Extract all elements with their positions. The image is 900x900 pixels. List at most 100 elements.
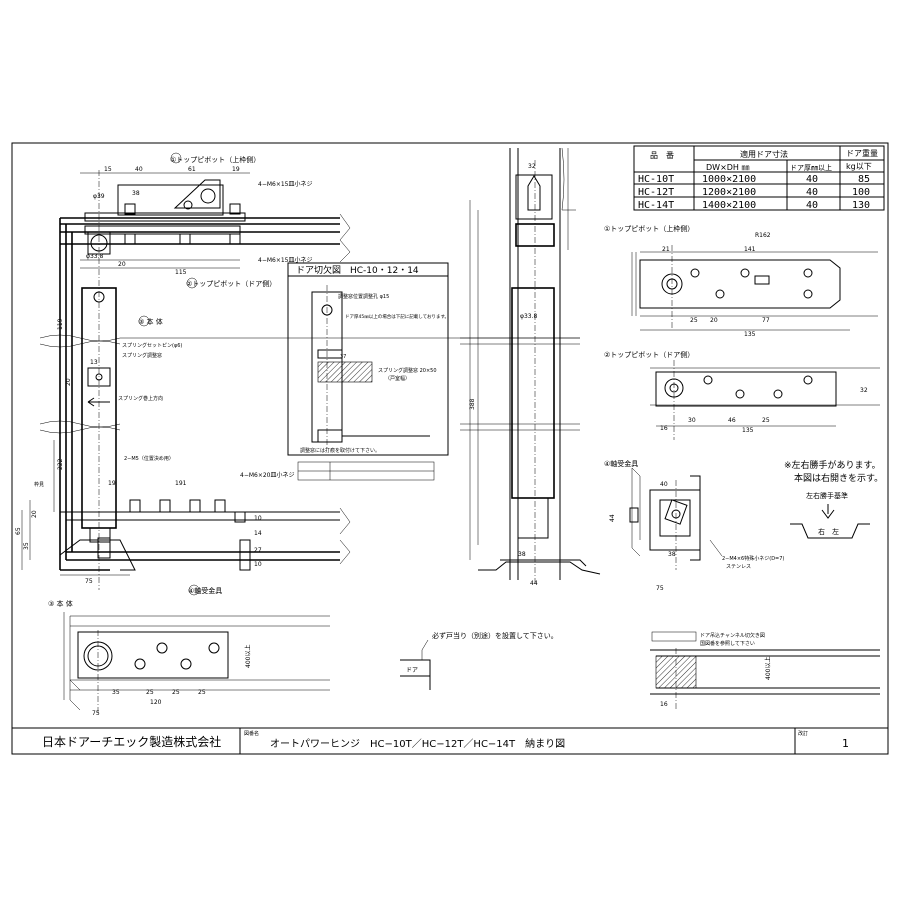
drawing-name: オートパワーヒンジ HC−10T／HC−12T／HC−14T 納まり図 <box>270 737 565 750</box>
dim-25: 25 <box>146 689 154 696</box>
spec-header-model: 品 番 <box>650 150 674 160</box>
pivot-door-detail: ②トップピボット（ドア側） 32 30 46 25 16 135 <box>604 350 880 440</box>
bearing-title: ④軸受金具 <box>604 459 638 468</box>
door-label: ドア <box>406 667 418 674</box>
dim-r162: R162 <box>755 232 771 239</box>
dim-30: 30 <box>688 417 696 424</box>
dim-400: 400以上 <box>764 657 772 680</box>
channel-sub: 国図番を参照して下さい <box>700 640 755 647</box>
spec-row-size: 1200×2100 <box>702 187 756 198</box>
dim-phi39: φ39 <box>93 193 105 200</box>
dim-75: 75 <box>656 585 664 592</box>
cutout-inset: ドア切欠図 HC-10・12・14 調整窓位置調整孔 φ15 ドア厚45㎜以上の… <box>287 262 449 481</box>
spec-row-model: HC-12T <box>638 187 674 198</box>
dim-40: 40 <box>135 166 143 173</box>
callout-spring-adj: スプリング調整窓 <box>122 352 162 359</box>
dim-phi33: φ33.8 <box>86 253 104 260</box>
dim-32: 32 <box>528 163 536 170</box>
dim-10: 10 <box>254 515 262 522</box>
spring-window: スプリング調整窓 20×50 <box>378 367 437 374</box>
dim-38: 38 <box>518 551 526 558</box>
dim-15: 15 <box>104 166 112 173</box>
dim-25: 25 <box>690 317 698 324</box>
spec-header-dwdh: DW×DH ㎜ <box>706 163 750 172</box>
callout-top-pivot-door: ②トップピボット（ドア側） <box>186 279 276 288</box>
callout-body: ③ 本 体 <box>138 317 163 326</box>
dim-35: 35 <box>112 689 120 696</box>
spec-row-weight: 130 <box>852 200 870 211</box>
callout-top-pivot-upper: ①トップピボット（上枠側） <box>170 155 260 164</box>
side-section: 32 388 44 φ33.8 38 <box>460 147 601 587</box>
door-stop-note: 必ず戸当り（別途）を設置して下さい。 ドア <box>400 631 558 690</box>
spring-window2: （戸室幅） <box>385 375 410 382</box>
dim-32: 32 <box>860 387 868 394</box>
channel-title: ドア吊込チャンネル切欠き図 <box>700 632 765 639</box>
callout-stainless: ステンレス <box>726 564 751 570</box>
body-plan: ③ 本 体 35 25 25 25 120 75 400以上 <box>48 599 330 717</box>
dim-120: 120 <box>150 699 162 706</box>
hand-right-left: 右 左 <box>818 527 839 536</box>
dim-16: 16 <box>660 701 668 708</box>
spec-header-door-size: 適用ドア寸法 <box>740 149 788 159</box>
spec-row-weight: 85 <box>858 174 870 185</box>
hand-standard: 左右勝手基準 <box>806 491 848 500</box>
dim-20: 20 <box>65 378 72 386</box>
callout-screw-m6-15: 4−M6×15皿小ネジ <box>258 256 313 264</box>
dim-14: 14 <box>254 530 262 537</box>
door-stop-note-text: 必ず戸当り（別途）を設置して下さい。 <box>432 631 558 640</box>
pivot-upper-detail: ①トップピボット（上枠側） R162 141 21 25 20 77 135 <box>604 224 878 338</box>
hand-note: ※左右勝手があります。 本図は右開きを示す。 左右勝手基準 右 左 <box>784 459 883 539</box>
dim-141: 141 <box>744 246 756 253</box>
dim-77: 77 <box>762 317 770 324</box>
spec-row-size: 1400×2100 <box>702 200 756 211</box>
dim-46: 46 <box>728 417 736 424</box>
spec-row-thickness: 40 <box>806 187 818 198</box>
pivot-upper-title: ①トップピボット（上枠側） <box>604 224 694 233</box>
cutout-title: ドア切欠図 HC-10・12・14 <box>296 264 419 276</box>
bearing-detail: ④軸受金具 40 44 38 75 2−M4×6特殊小ネジ(D=7) ステンレス <box>604 459 784 592</box>
callout-m4: 2−M4×6特殊小ネジ(D=7) <box>722 555 784 562</box>
dim-119: 119 <box>57 318 64 330</box>
dim-19: 19 <box>232 166 240 173</box>
spec-row-model: HC-14T <box>638 200 674 211</box>
dim-44: 44 <box>530 580 538 587</box>
dim-16: 16 <box>660 425 668 432</box>
dim-13: 13 <box>90 359 98 366</box>
dim-21: 21 <box>662 246 670 253</box>
dim-61: 61 <box>188 166 196 173</box>
main-elevation: 15 40 61 19 38 φ39 20 115 φ33.8 119 13 2… <box>15 152 580 596</box>
dim-20: 20 <box>31 510 38 518</box>
channel-detail: ドア吊込チャンネル切欠き図 国図番を参照して下さい 400以上 16 <box>650 631 880 710</box>
spec-row-weight: 100 <box>852 187 870 198</box>
dim-388: 388 <box>469 398 476 410</box>
dim-65: 65 <box>15 527 22 535</box>
dim-19: 19 <box>108 480 116 487</box>
dim-400: 400以上 <box>244 645 252 668</box>
dim-44: 44 <box>609 514 616 522</box>
spec-row-thickness: 40 <box>806 174 818 185</box>
dim-20: 20 <box>710 317 718 324</box>
dim-25: 25 <box>172 689 180 696</box>
cutout-note2: ドア厚45㎜以上の場合は下記に記載しております。 <box>345 313 449 320</box>
dim-25: 25 <box>762 417 770 424</box>
sheet-number: 1 <box>842 737 849 750</box>
company-name: 日本ドアーチエック製造株式会社 <box>42 734 221 749</box>
dim-35: 35 <box>23 542 30 550</box>
pivot-door-title: ②トップピボット（ドア側） <box>604 350 694 359</box>
sheet-border <box>11 142 889 755</box>
callout-frame: 枠見 <box>34 481 44 488</box>
dim-40: 40 <box>660 481 668 488</box>
spec-header-weight: ドア重量 <box>846 148 878 158</box>
dim-phi33: φ33.8 <box>520 313 538 320</box>
drawing-label: 図番名 <box>244 730 259 737</box>
cutout-hole: 調整窓位置調整孔 φ15 <box>338 293 389 300</box>
callout-bearing: ④軸受金具 <box>188 586 222 595</box>
callout-m5: 2−M5（位置決め用） <box>124 455 174 462</box>
spec-row-thickness: 40 <box>806 200 818 211</box>
callout-screw-m6-20: 4−M6×20皿小ネジ <box>240 471 295 479</box>
dim-115: 115 <box>175 269 187 276</box>
callout-spring-pin: スプリングセットピン(φ6) <box>122 342 182 349</box>
dim-37: 37 <box>340 354 346 360</box>
dim-75: 75 <box>92 710 100 717</box>
